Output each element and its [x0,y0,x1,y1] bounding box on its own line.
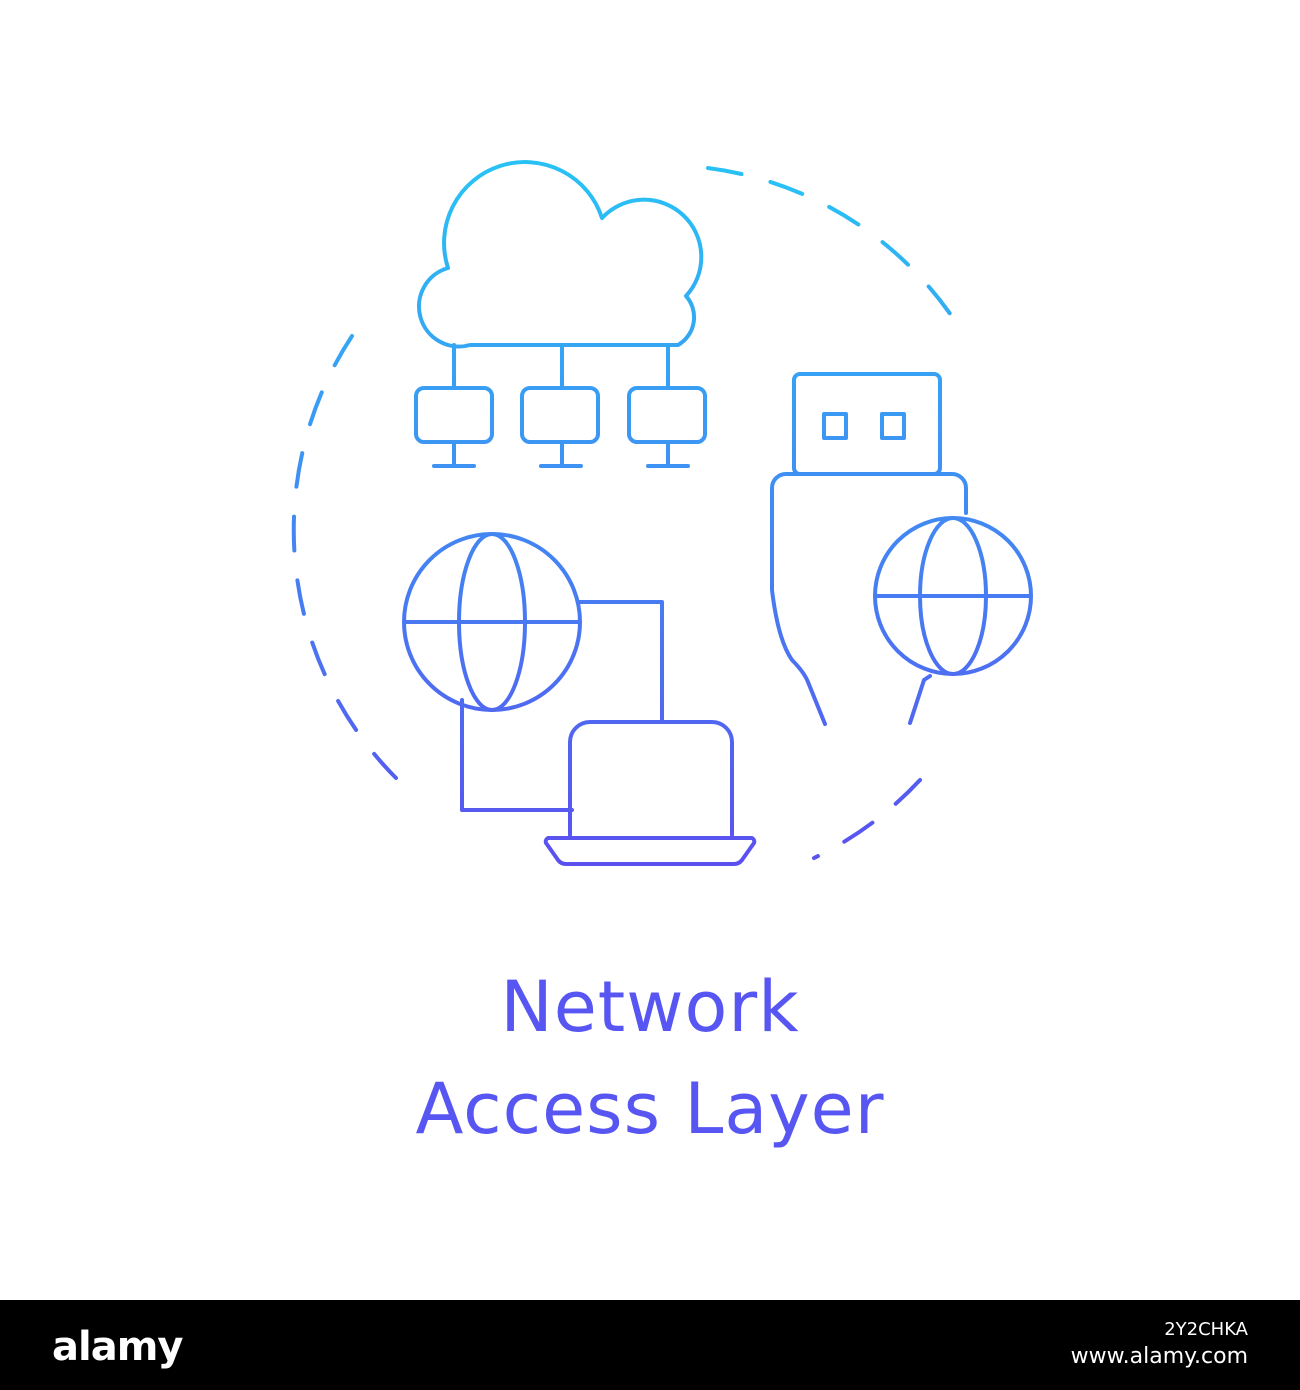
laptop-icon [543,720,757,866]
monitor-icon [520,386,600,468]
footer-info: 2Y2CHKA www.alamy.com [1071,1318,1248,1372]
cloud-icon [416,160,704,390]
monitor-icon [414,386,494,468]
network-access-layer-illustration [291,160,1033,866]
monitor-icon [627,386,707,468]
dashed-circle-icon [291,166,955,860]
footer-url: www.alamy.com [1070,1344,1248,1369]
globe-icon [873,516,1033,676]
title-line-1: Network [500,966,800,1048]
globe-icon [402,532,582,712]
title-line-2: Access Layer [415,1068,885,1150]
usb-plug-icon [770,372,968,726]
alamy-logo: alamy [52,1324,183,1370]
watermark-footer: alamy 2Y2CHKA www.alamy.com [0,1300,1300,1390]
image-id: 2Y2CHKA [1164,1319,1248,1340]
connection-lines [460,600,664,812]
